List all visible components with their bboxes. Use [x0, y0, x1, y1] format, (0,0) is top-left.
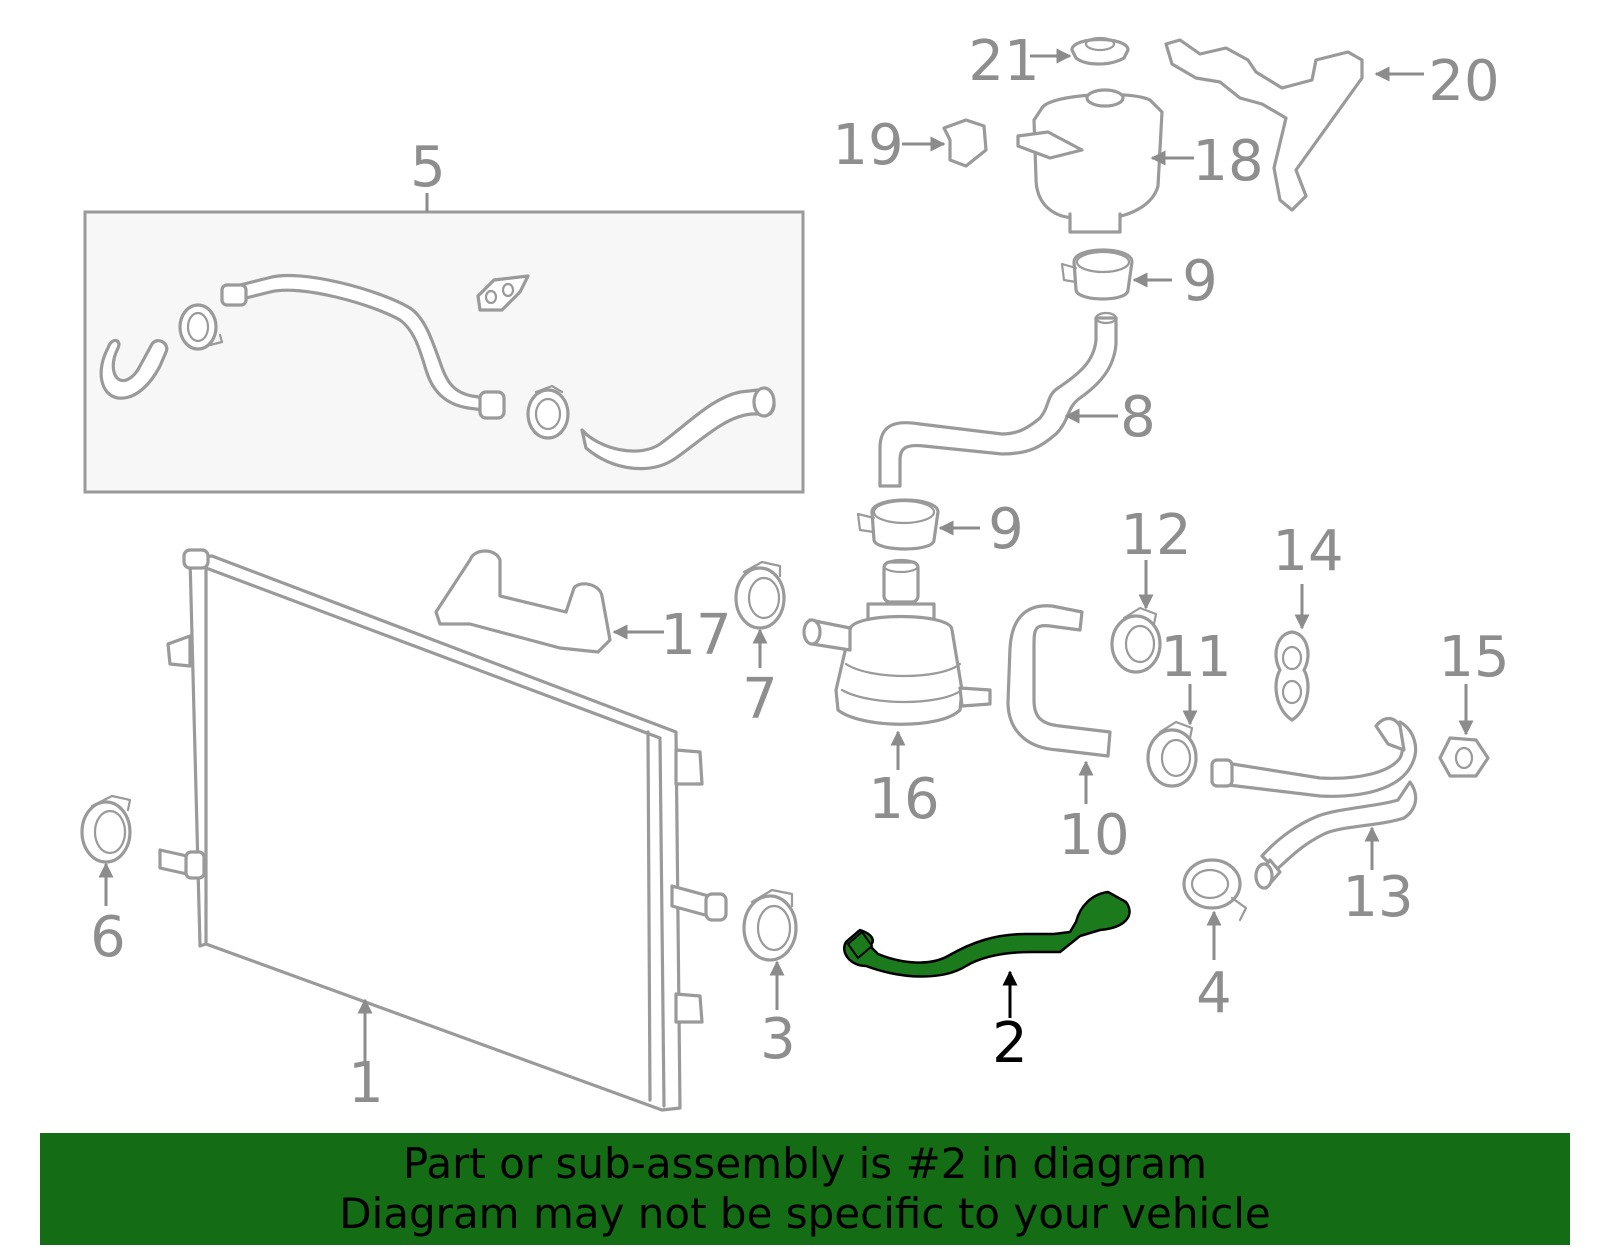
callout-15: 15: [1438, 625, 1509, 690]
radiator-outlet-hose-end: [846, 930, 874, 960]
callout-3: 3: [760, 1007, 796, 1072]
hex-nut[interactable]: [1438, 736, 1490, 778]
coolant-pump[interactable]: [802, 558, 992, 726]
callout-5: 5: [410, 135, 446, 200]
reservoir-hose-end: [1094, 311, 1118, 325]
hose-clamp-4[interactable]: [1182, 858, 1248, 922]
callout-8: 8: [1120, 385, 1156, 450]
callout-11: 11: [1160, 625, 1231, 690]
retainer-clip[interactable]: [942, 118, 988, 168]
hose-clamp-6[interactable]: [80, 794, 132, 864]
callout-6: 6: [90, 905, 126, 970]
hose-clamp-7[interactable]: [734, 560, 786, 630]
gasket[interactable]: [1274, 630, 1310, 722]
callout-9-lower: 9: [988, 497, 1024, 562]
callout-19: 19: [832, 113, 903, 178]
callout-7: 7: [742, 667, 778, 732]
hose-kit-box[interactable]: [83, 193, 805, 494]
callout-13: 13: [1342, 865, 1413, 930]
banner-line-2: Diagram may not be specific to your vehi…: [339, 1189, 1271, 1238]
hose-clamp-9-upper[interactable]: [1060, 248, 1134, 301]
callout-10: 10: [1058, 803, 1129, 868]
callout-17: 17: [660, 603, 731, 668]
reservoir-bracket[interactable]: [1164, 38, 1364, 212]
callout-9-upper: 9: [1182, 249, 1218, 314]
callout-12: 12: [1120, 503, 1191, 568]
radiator-outlet-hose-highlighted[interactable]: [843, 890, 1131, 978]
banner-line-1: Part or sub-assembly is #2 in diagram: [402, 1139, 1208, 1188]
hose-clamp-11[interactable]: [1146, 720, 1198, 788]
hose-clamp-3[interactable]: [742, 888, 798, 962]
radiator-bracket[interactable]: [434, 549, 612, 654]
coolant-pipe[interactable]: [1210, 716, 1418, 890]
radiator[interactable]: [158, 548, 728, 1112]
coolant-reservoir[interactable]: [1016, 88, 1164, 234]
callout-1: 1: [348, 1051, 384, 1116]
callout-16: 16: [868, 767, 939, 832]
info-banner: Part or sub-assembly is #2 in diagram Di…: [40, 1133, 1570, 1245]
callout-18: 18: [1192, 129, 1263, 194]
pump-hose[interactable]: [1006, 604, 1112, 758]
hose-clamp-12[interactable]: [1110, 606, 1162, 674]
reservoir-hose[interactable]: [878, 316, 1118, 488]
hose-clamp-9-lower[interactable]: [856, 498, 940, 551]
reservoir-cap[interactable]: [1070, 36, 1130, 66]
callout-2: 2: [992, 1011, 1028, 1076]
callout-20: 20: [1428, 49, 1499, 114]
callout-4: 4: [1196, 961, 1232, 1026]
callout-21: 21: [968, 29, 1039, 94]
callout-14: 14: [1272, 519, 1343, 584]
